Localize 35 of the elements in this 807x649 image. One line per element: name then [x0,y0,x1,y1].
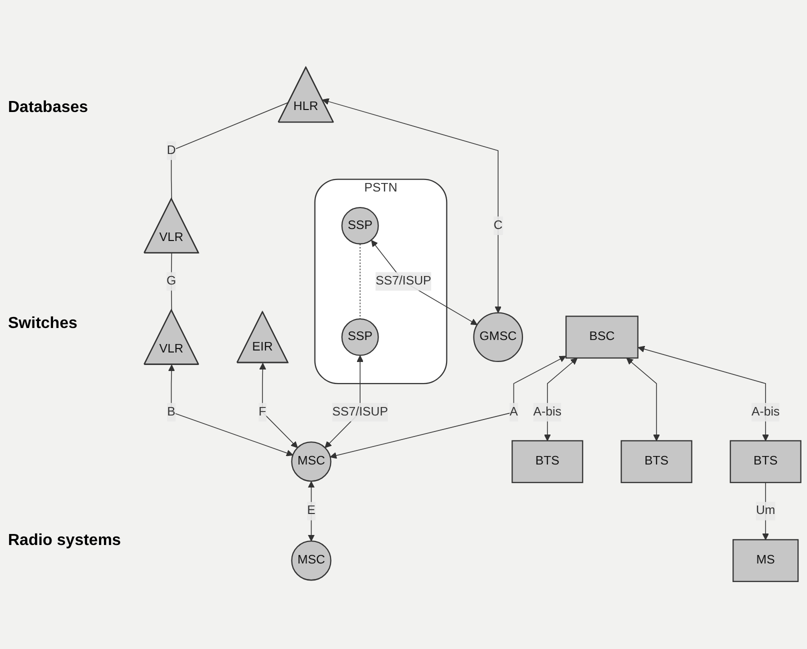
edge-label: D [166,144,176,158]
arrow [168,364,294,456]
arrow [626,358,660,442]
node-circle: GMSC [473,312,524,362]
section-label: Radio systems [8,532,122,550]
node-circle: MSC [291,540,332,581]
edge-label: G [166,274,176,288]
edge-label: A-bis [533,405,562,419]
edge-label: E [307,504,316,518]
arrow [308,481,315,542]
arrow [330,356,566,460]
node-box: BTS [730,440,802,484]
edge-label: A [510,405,518,419]
edge-label: A-bis [751,405,780,419]
arrow [322,98,502,314]
node-box: BTS [620,440,692,484]
edge-label: B [167,405,176,419]
arrow [638,346,769,442]
node-box: BSC [565,316,638,359]
edge-label: SS7/ISUP [376,274,432,288]
node-circle: SSP [341,318,379,356]
node-box: MS [732,539,799,582]
connector [170,102,290,200]
node-box: BTS [512,440,584,484]
connector [170,253,172,311]
node-circle: SSP [341,207,379,245]
node-circle: MSC [291,442,332,482]
section-label: Switches [8,315,78,334]
edge-label: C [494,218,503,232]
edge-label: F [258,405,266,419]
edge-label: SS7/ISUP [332,405,388,419]
edge-label: Um [756,504,776,518]
arrow [259,363,298,448]
section-label: Databases [8,99,90,118]
arrow [371,240,478,326]
